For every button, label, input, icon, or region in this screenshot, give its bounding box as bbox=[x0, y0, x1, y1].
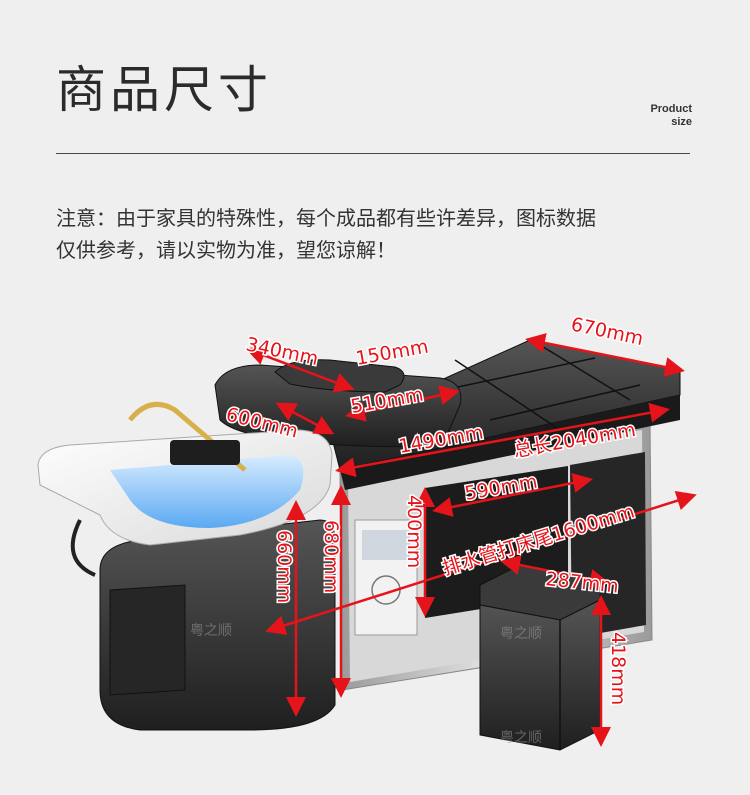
notice-line-2: 仅供参考，请以实物为准，望您谅解！ bbox=[56, 238, 396, 262]
shower-hose bbox=[70, 519, 96, 577]
page-title: 商品尺寸 bbox=[56, 61, 272, 119]
notice-line-1: 注意：由于家具的特殊性，每个成品都有些许差异，图标数据 bbox=[56, 206, 596, 230]
dim-line-600 bbox=[275, 402, 335, 435]
dim-line-287 bbox=[500, 555, 610, 589]
tag-line-1: Product bbox=[650, 103, 692, 115]
storage-pocket bbox=[109, 584, 186, 696]
watermark-1: 粤之顺 bbox=[190, 623, 232, 639]
dim-line-340 bbox=[245, 345, 355, 393]
dimension-lines bbox=[245, 333, 697, 747]
notice-text: 注意：由于家具的特殊性，每个成品都有些许差异，图标数据 仅供参考，请以实物为准，… bbox=[56, 202, 696, 266]
watermark-2: 粤之顺 bbox=[500, 626, 542, 642]
product-size-tag: Product size bbox=[650, 103, 692, 129]
label-basin-height: 660mm bbox=[273, 530, 295, 603]
control-screen bbox=[362, 530, 410, 560]
watermark-3: 粤之顺 bbox=[500, 730, 542, 746]
label-stool-height: 418mm bbox=[607, 632, 629, 705]
label-bed-width: 670mm bbox=[569, 313, 645, 350]
label-headrest-width: 150mm bbox=[354, 336, 430, 370]
faucet-panel bbox=[170, 440, 240, 465]
dim-line-2040 bbox=[335, 402, 670, 478]
label-cabinet-height: 400mm bbox=[403, 495, 425, 568]
dim-line-670 bbox=[525, 333, 685, 377]
header-divider bbox=[56, 153, 690, 154]
label-bed-height: 680mm bbox=[320, 520, 342, 593]
basin-light bbox=[110, 455, 304, 528]
tag-line-2: size bbox=[671, 116, 692, 128]
